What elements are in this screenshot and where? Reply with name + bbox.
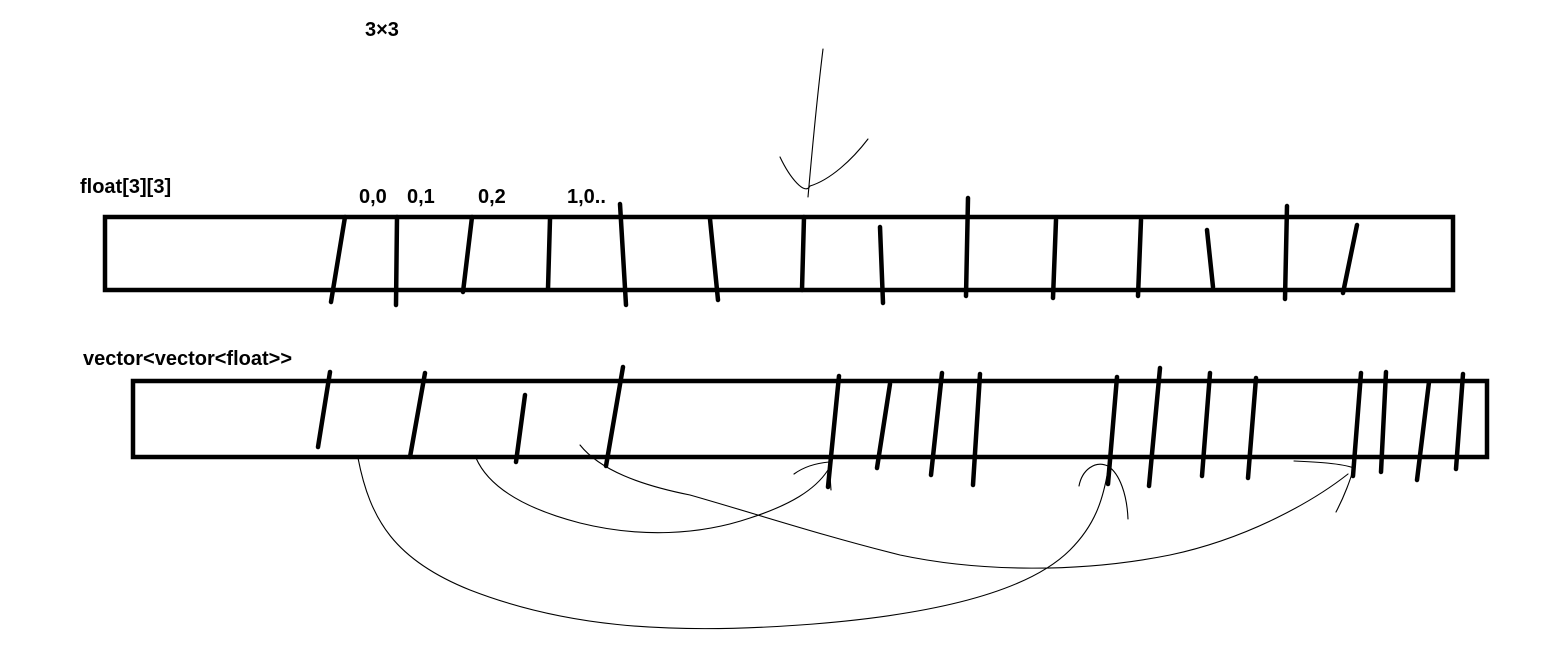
- inner-row-1-dividers: [825, 370, 983, 490]
- float-divider: [545, 216, 553, 292]
- float-divider: [393, 214, 400, 308]
- float-divider: [1204, 227, 1216, 290]
- vector-divider: [407, 370, 428, 460]
- vector-array-box: [130, 378, 1490, 460]
- float-divider: [963, 195, 971, 299]
- vector-divider: [874, 381, 893, 471]
- array-label: float[3][3]: [80, 176, 172, 198]
- float-array-dividers: [328, 195, 1360, 308]
- vector-divider: [1414, 379, 1432, 483]
- pointer-curve: [475, 457, 829, 534]
- pointer-curves: [357, 444, 1355, 630]
- float-divider: [799, 214, 807, 293]
- inner-row-3-dividers: [1350, 369, 1466, 483]
- vector-divider: [1199, 370, 1213, 479]
- float-divider: [1282, 203, 1290, 302]
- vector-divider: [1350, 370, 1364, 479]
- float-divider: [617, 201, 629, 308]
- inner-row-2-dividers: [1105, 365, 1259, 489]
- float-divider: [1050, 217, 1059, 301]
- index-label-0-0: 0,0: [359, 186, 387, 208]
- float-divider: [877, 224, 886, 306]
- pointer-curve: [357, 457, 1109, 630]
- index-label-0-1: 0,1: [407, 186, 435, 208]
- float-divider: [460, 214, 475, 295]
- pointer-arrow-icon: [779, 48, 869, 198]
- vector-divider: [1146, 365, 1163, 489]
- float-divider: [328, 214, 348, 305]
- pointer-arrowhead: [1078, 463, 1129, 520]
- vector-divider: [1453, 371, 1466, 472]
- vector-divider: [1105, 374, 1120, 487]
- pointer-arrowhead: [1293, 460, 1355, 513]
- vector-divider: [970, 371, 983, 488]
- index-label-1-0: 1,0..: [567, 186, 606, 208]
- float-divider: [1340, 222, 1360, 296]
- vector-divider: [513, 392, 528, 465]
- vector-divider: [928, 370, 945, 478]
- float-divider: [707, 216, 721, 303]
- vector-divider: [603, 364, 626, 469]
- vector-outer-dividers: [315, 364, 626, 469]
- index-label-0-2: 0,2: [478, 186, 506, 208]
- pointer-arrowhead: [793, 461, 832, 491]
- vector-divider: [1378, 369, 1389, 475]
- vector-divider: [1245, 375, 1259, 481]
- vector-label: vector<vector<float>>: [83, 348, 292, 370]
- float-divider: [1135, 217, 1144, 299]
- diagram-title: 3×3: [365, 19, 399, 41]
- float-array-box: [102, 214, 1456, 293]
- pointer-curve: [579, 444, 1349, 569]
- vector-divider: [315, 369, 333, 450]
